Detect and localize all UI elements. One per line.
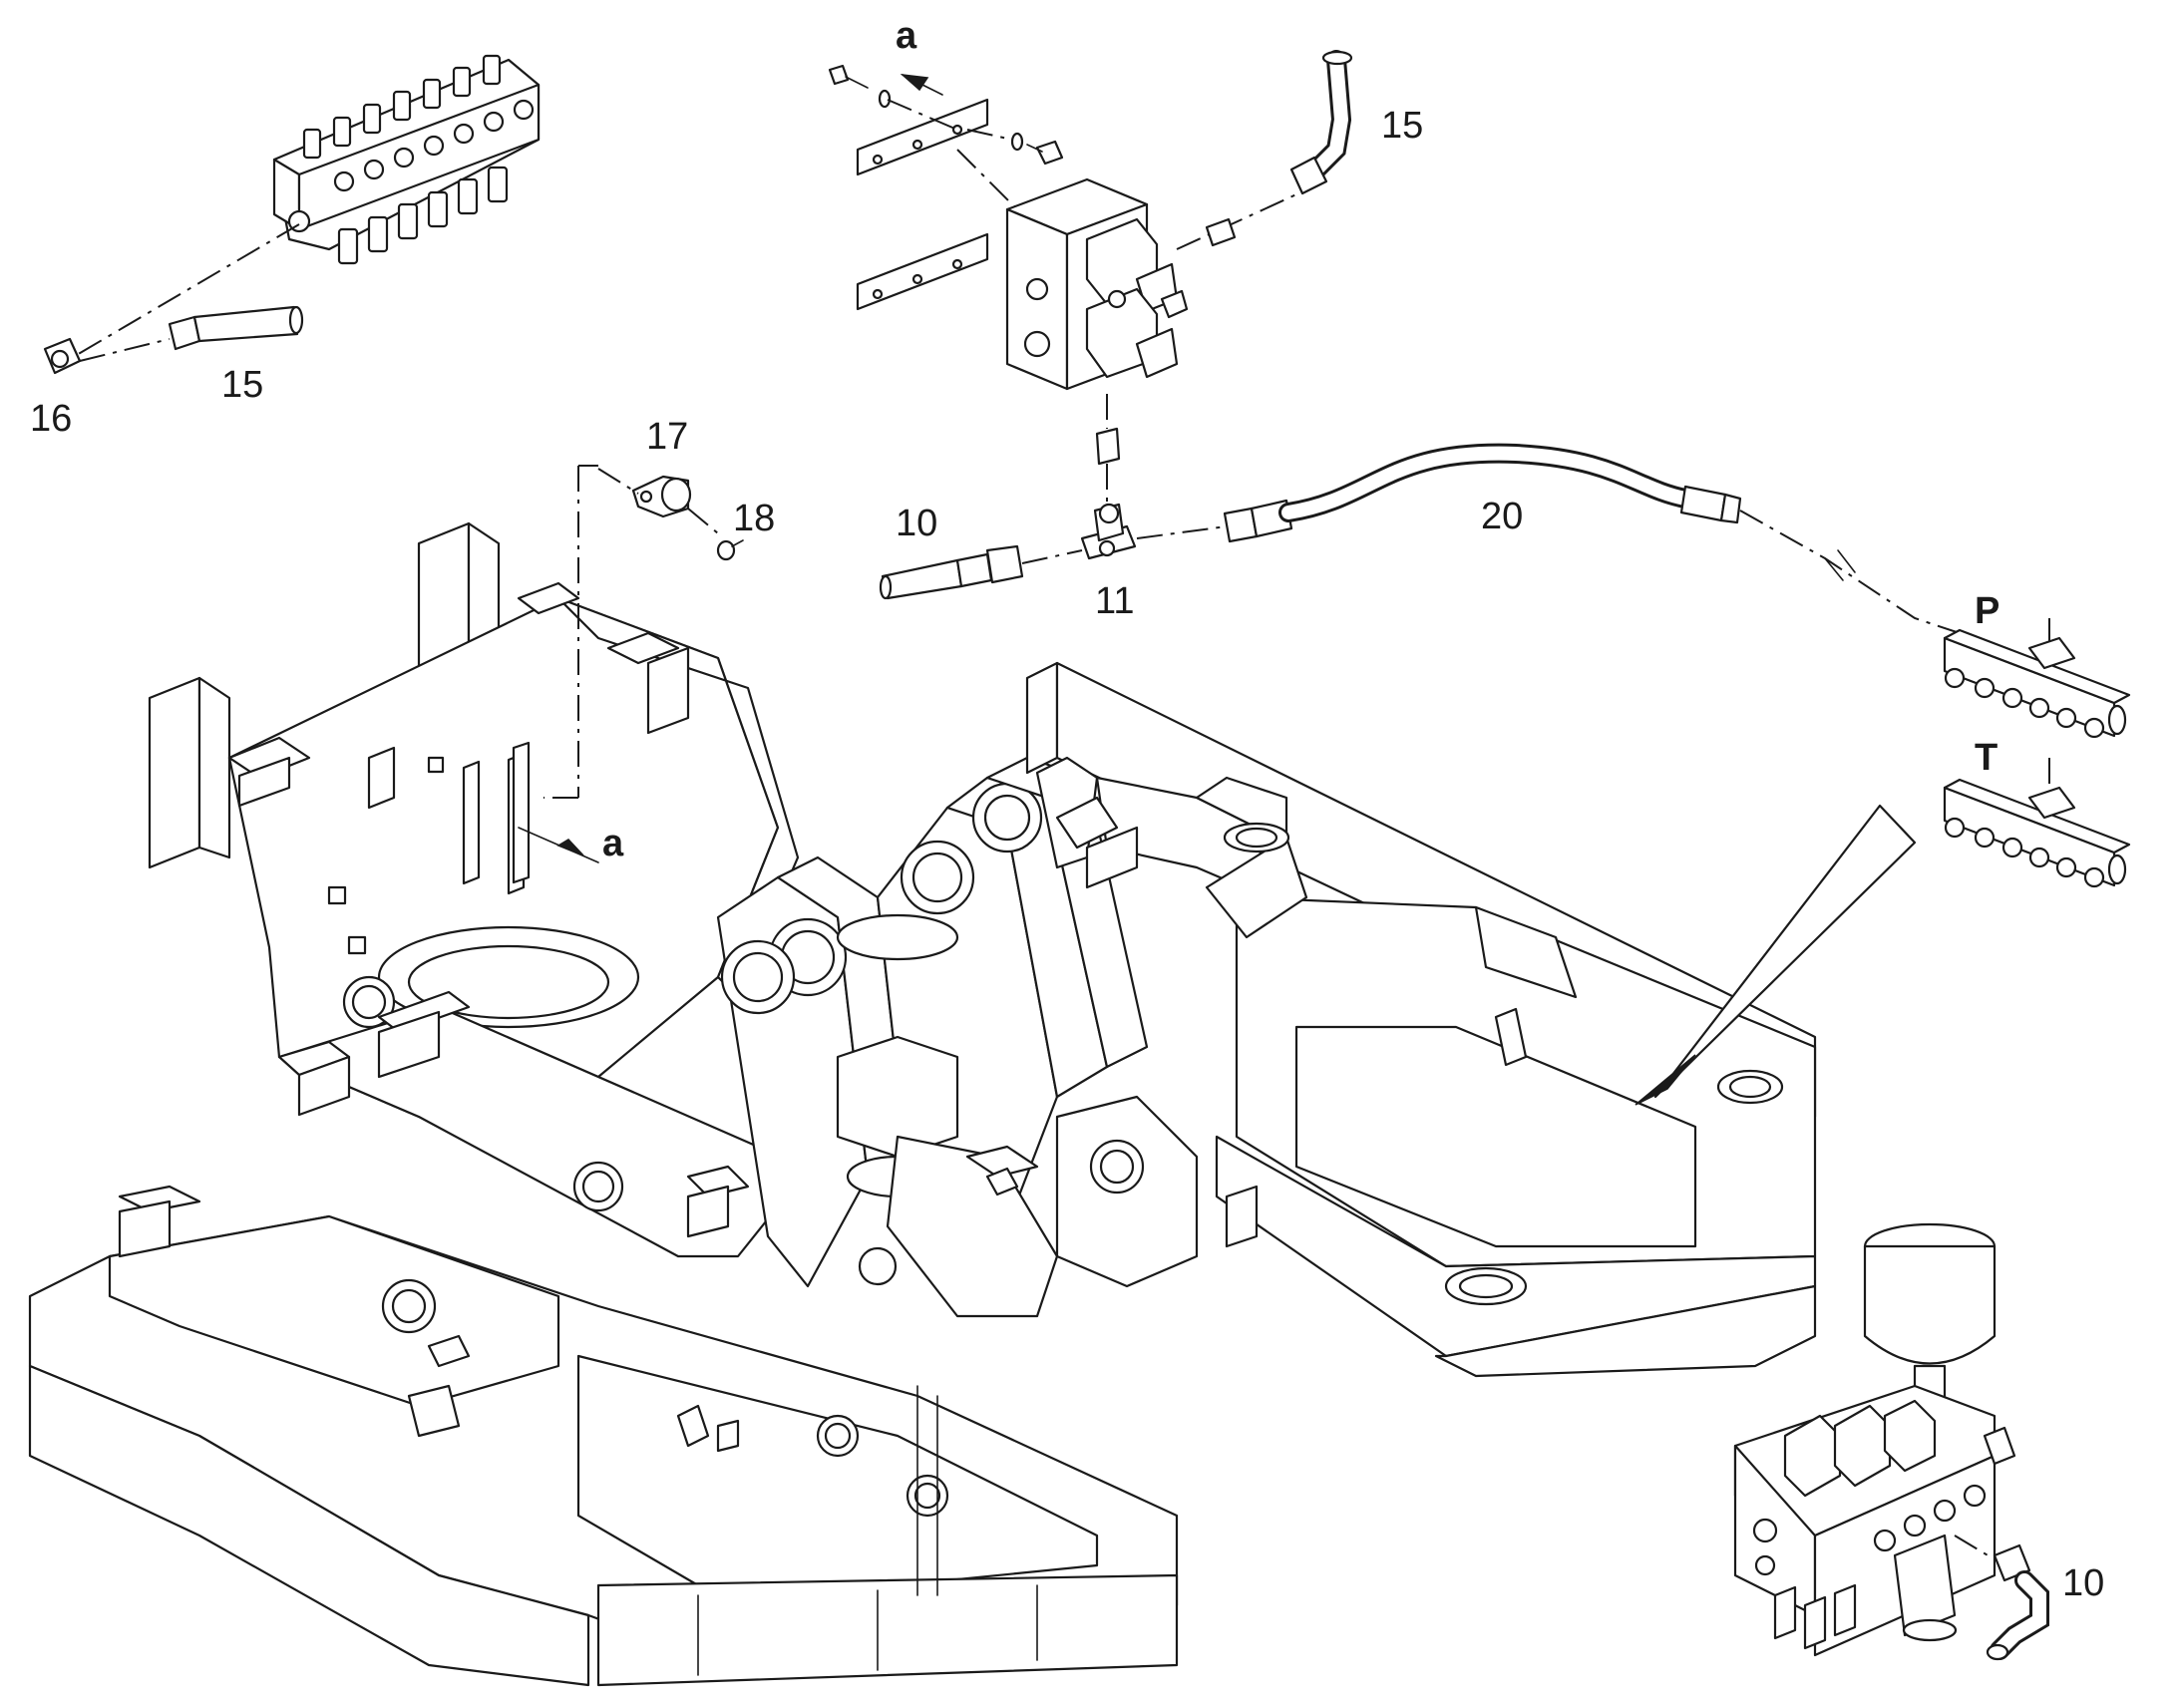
accumulator-valve-block — [1733, 1222, 2016, 1657]
solenoid-valve-assembly — [828, 64, 1297, 509]
callout-15-left: 15 — [221, 364, 263, 406]
location-pointer — [1635, 804, 1917, 1106]
hose-20 — [1136, 443, 2005, 649]
clamp-17 — [597, 468, 719, 534]
manifold-t — [1943, 758, 2131, 888]
hose-10-right — [1986, 1543, 2049, 1661]
view-label-a-top: a — [896, 15, 917, 57]
screw-18 — [716, 539, 744, 561]
callout-16: 16 — [30, 398, 72, 440]
valve-block-left — [69, 54, 541, 360]
callout-20: 20 — [1481, 496, 1523, 537]
section-indicator-a: a — [512, 465, 624, 884]
callout-11: 11 — [1095, 580, 1134, 622]
port-label-p: P — [1975, 590, 1999, 632]
callout-10-left: 10 — [896, 503, 937, 544]
view-label-a-frame: a — [602, 823, 624, 864]
port-label-t: T — [1975, 737, 1998, 779]
callout-15-top: 15 — [1381, 105, 1423, 147]
tee-fitting-11 — [1080, 503, 1137, 560]
callout-10-right: 10 — [2062, 1562, 2104, 1604]
callout-18: 18 — [733, 498, 775, 539]
hose-10-left — [879, 544, 1083, 600]
hose-15-left — [79, 305, 304, 362]
view-arrow-a-top: a — [896, 15, 943, 96]
hose-15-top — [1289, 50, 1353, 195]
callout-17: 17 — [646, 416, 688, 458]
fitting-16 — [43, 337, 82, 375]
manifold-p — [1943, 618, 2131, 739]
main-frame — [28, 521, 1817, 1687]
